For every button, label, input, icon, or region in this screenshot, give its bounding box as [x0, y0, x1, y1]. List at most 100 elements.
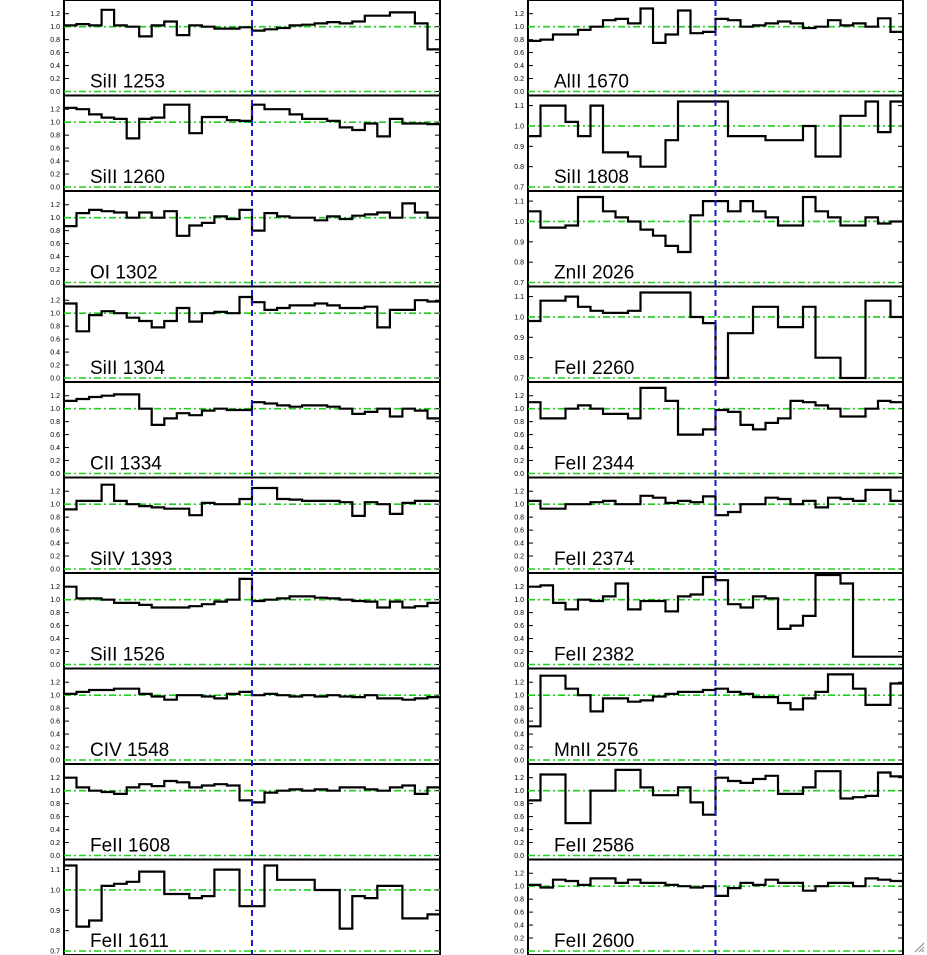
transition-label: SiII 1526: [90, 645, 165, 666]
transition-label: FeII 2586: [554, 836, 634, 857]
transition-label: FeII 1608: [90, 836, 170, 857]
y-tick-label: 0.8: [50, 228, 60, 235]
spectrum-line: [528, 100, 903, 168]
y-tick-label: 0.2: [514, 840, 524, 847]
y-tick-label: 0.0: [514, 853, 524, 860]
transition-label: FeII 1611: [90, 931, 169, 952]
y-tick-label: 0.8: [50, 515, 60, 522]
y-tick-label: 0.4: [514, 923, 524, 930]
y-tick-label: 1.1: [514, 103, 524, 110]
y-tick-label: 1.0: [514, 123, 524, 130]
y-tick-label: 1.2: [514, 11, 524, 18]
spectrum-line: [64, 8, 440, 51]
y-tick-label: 0.2: [50, 267, 60, 274]
y-tick-label: 0.0: [50, 280, 60, 287]
y-tick-label: 1.0: [514, 884, 524, 891]
y-tick-label: 0.8: [514, 897, 524, 904]
y-tick-label: 0.4: [50, 159, 60, 166]
y-tick-label: 1.2: [50, 11, 60, 18]
y-tick-label: 0.8: [514, 515, 524, 522]
transition-label: FeII 2374: [554, 549, 635, 570]
y-tick-label: 0.0: [514, 567, 524, 574]
y-tick-label: 0.6: [50, 241, 60, 248]
spectrum-line: [64, 577, 440, 609]
spectrum-line: [64, 295, 440, 333]
y-tick-label: 1.2: [514, 393, 524, 400]
y-tick-label: 0.8: [50, 706, 60, 713]
y-tick-label: 0.0: [50, 471, 60, 478]
y-tick-label: 0.4: [514, 732, 524, 739]
y-tick-label: 1.2: [50, 202, 60, 209]
y-tick-label: 0.2: [50, 363, 60, 370]
y-tick-label: 0.0: [514, 949, 524, 955]
y-tick-label: 0.8: [50, 37, 60, 44]
transition-label: OI 1302: [90, 263, 158, 284]
y-tick-label: 0.2: [50, 840, 60, 847]
transition-label: CII 1334: [90, 454, 162, 475]
y-tick-label: 1.0: [50, 502, 60, 509]
y-tick-label: 1.0: [50, 597, 60, 604]
y-tick-label: 0.8: [514, 419, 524, 426]
y-tick-label: 0.8: [514, 164, 524, 171]
y-tick-label: 1.0: [514, 502, 524, 509]
y-tick-label: 0.6: [514, 814, 524, 821]
y-tick-label: 0.2: [50, 649, 60, 656]
y-tick-label: 0.0: [514, 89, 524, 96]
y-tick-label: 1.0: [50, 693, 60, 700]
y-tick-label: 0.7: [514, 280, 524, 287]
y-tick-label: 0.0: [50, 853, 60, 860]
y-tick-label: 0.0: [514, 758, 524, 765]
y-tick-label: 0.4: [50, 636, 60, 643]
y-tick-label: 1.0: [50, 24, 60, 31]
spectrum-line: [528, 573, 903, 658]
y-tick-label: 0.7: [514, 185, 524, 192]
y-tick-label: 0.2: [50, 172, 60, 179]
y-tick-label: 1.1: [50, 867, 60, 874]
y-tick-label: 0.2: [514, 76, 524, 83]
y-tick-label: 0.0: [50, 185, 60, 192]
y-tick-label: 0.9: [514, 144, 524, 151]
spectrum-line: [64, 687, 440, 701]
y-tick-label: 1.2: [514, 584, 524, 591]
transition-label: FeII 2600: [554, 931, 634, 952]
y-tick-label: 0.6: [514, 50, 524, 57]
y-tick-label: 0.6: [50, 719, 60, 726]
transition-label: CIV 1548: [90, 740, 169, 761]
y-tick-label: 0.2: [514, 936, 524, 943]
y-tick-label: 0.6: [50, 528, 60, 535]
y-tick-label: 0.8: [50, 133, 60, 140]
y-tick-label: 0.0: [514, 662, 524, 669]
transition-label: FeII 2260: [554, 358, 634, 379]
y-tick-label: 0.0: [50, 758, 60, 765]
resize-grip-icon[interactable]: [913, 941, 925, 953]
y-tick-label: 0.8: [514, 260, 524, 267]
y-tick-label: 0.8: [514, 37, 524, 44]
y-tick-label: 0.0: [50, 567, 60, 574]
y-tick-label: 0.2: [514, 745, 524, 752]
y-tick-label: 1.0: [50, 788, 60, 795]
y-tick-label: 1.0: [50, 887, 60, 894]
spectrum-line: [64, 864, 440, 930]
y-tick-label: 0.4: [50, 827, 60, 834]
y-tick-label: 0.8: [514, 355, 524, 362]
y-tick-label: 1.0: [514, 597, 524, 604]
transition-label: SiII 1253: [90, 72, 165, 93]
y-tick-label: 0.6: [514, 719, 524, 726]
y-tick-label: 0.2: [514, 649, 524, 656]
y-tick-label: 0.7: [514, 376, 524, 383]
y-tick-label: 0.2: [514, 458, 524, 465]
spectrum-line: [528, 673, 903, 728]
